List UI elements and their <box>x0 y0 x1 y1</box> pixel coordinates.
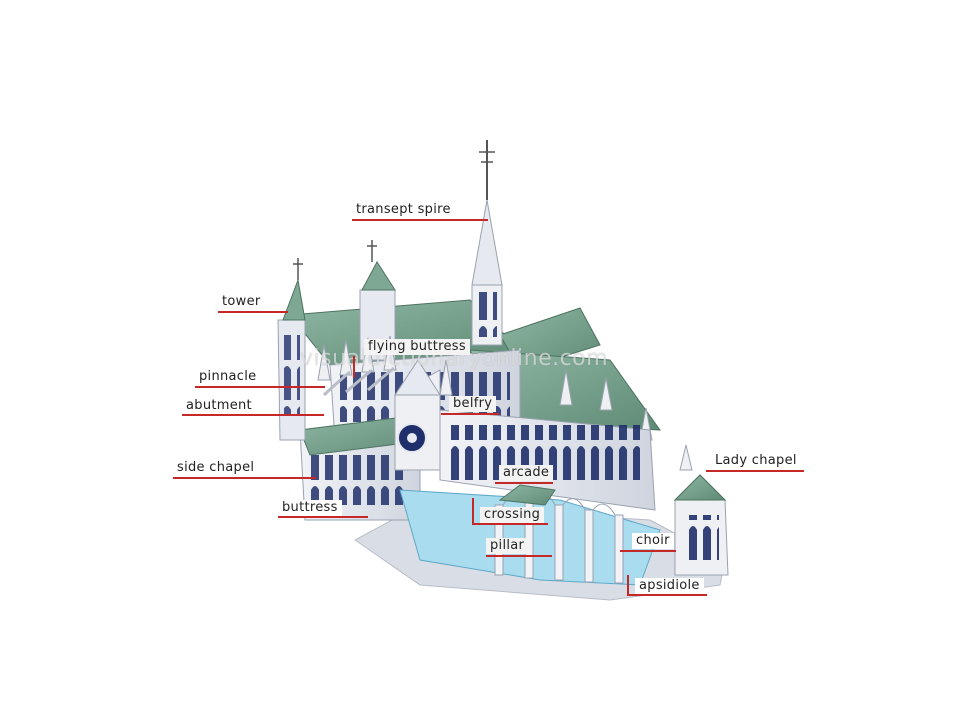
label-apsidiole: apsidiole <box>635 578 704 594</box>
label-tower: tower <box>218 294 265 310</box>
underline-apsidiole <box>627 594 707 596</box>
underline-arcade <box>495 482 553 484</box>
underline-choir <box>620 550 676 552</box>
label-pinnacle: pinnacle <box>195 369 261 385</box>
lady-chapel-building <box>673 474 729 576</box>
label-side-chapel: side chapel <box>173 460 259 476</box>
underline-side-chapel <box>173 477 316 479</box>
label-transept-spire: transept spire <box>352 202 455 218</box>
label-arcade: arcade <box>499 465 554 481</box>
underline-abutment <box>182 414 324 416</box>
underline-belfry <box>441 413 499 415</box>
underline-transept-spire <box>352 219 488 221</box>
label-flying-buttress: flying buttress <box>364 339 470 355</box>
underline-crossing <box>472 523 548 525</box>
underline-pillar <box>486 555 552 557</box>
label-buttress: buttress <box>278 500 342 516</box>
underline-lady-chapel <box>706 470 804 472</box>
label-pillar: pillar <box>486 538 529 554</box>
underline-buttress <box>278 516 368 518</box>
label-belfry: belfry <box>449 396 497 412</box>
underline-tower <box>218 311 288 313</box>
leader-apsidiole <box>627 575 629 595</box>
label-crossing: crossing <box>480 507 545 523</box>
label-abutment: abutment <box>182 398 256 414</box>
underline-pinnacle <box>195 386 325 388</box>
label-choir: choir <box>632 533 674 549</box>
label-lady-chapel: Lady chapel <box>711 453 801 469</box>
leader-crossing <box>472 498 474 524</box>
leader-flying-buttress <box>353 356 355 378</box>
transept-spire <box>471 140 503 346</box>
